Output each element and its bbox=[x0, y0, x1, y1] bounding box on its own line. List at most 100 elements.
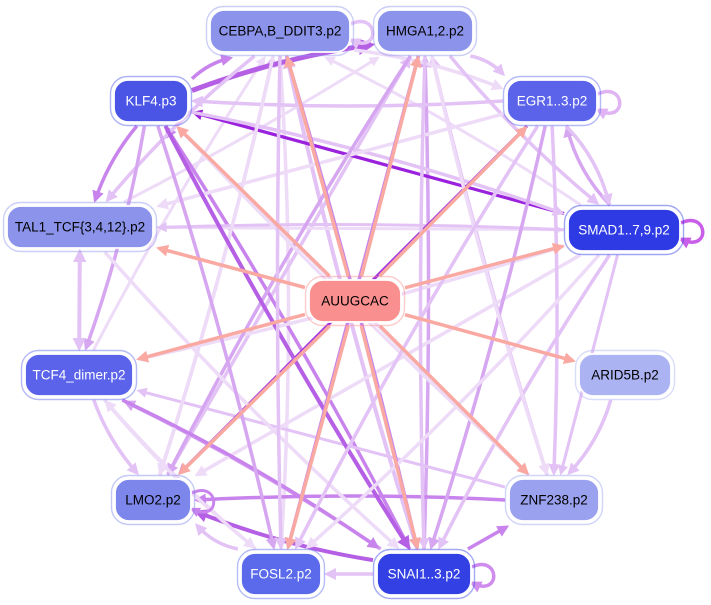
edge-egr-znf238 bbox=[548, 125, 561, 476]
edge-hmga-snai bbox=[417, 55, 430, 550]
edge-smad-egr bbox=[563, 125, 612, 207]
edge-mir-klf4 bbox=[176, 125, 331, 278]
node-tcf4[interactable]: TCF4_dimer.p2 bbox=[20, 349, 138, 401]
edge-arid5b-znf238 bbox=[567, 399, 613, 476]
node-body bbox=[508, 478, 600, 522]
edge-egr-smad bbox=[564, 124, 613, 206]
node-selection-ring bbox=[20, 349, 138, 401]
node-selection-ring bbox=[236, 548, 326, 600]
edge-tal1-snai bbox=[103, 250, 400, 549]
node-hmga[interactable]: HMGA1,2.p2 bbox=[372, 5, 478, 57]
node-selection-ring bbox=[563, 204, 685, 256]
node-label: HMGA1,2.p2 bbox=[386, 24, 464, 39]
edge-egr-klf4 bbox=[191, 95, 504, 108]
node-smad[interactable]: SMAD1..7,9.p2 bbox=[563, 204, 685, 256]
node-label: CEBPA,B_DDIT3.p2 bbox=[219, 24, 342, 39]
node-selection-ring bbox=[372, 548, 476, 600]
node-label: KLF4.p3 bbox=[125, 94, 176, 109]
node-tal1[interactable]: TAL1_TCF{3,4,12}.p2 bbox=[2, 201, 158, 253]
edge-smad-klf4 bbox=[191, 109, 565, 216]
edge-mir-egr bbox=[378, 125, 528, 278]
node-body bbox=[6, 205, 154, 249]
node-label: SNAI1..3.p2 bbox=[388, 567, 461, 582]
node-mir[interactable]: AUUGCAC bbox=[304, 275, 406, 327]
edge-znf238-lmo2 bbox=[194, 493, 506, 506]
edge-mir-cebpa bbox=[284, 55, 350, 277]
edge-smad-snai bbox=[438, 254, 611, 550]
edge-fosl2-lmo2 bbox=[195, 523, 239, 551]
node-body bbox=[506, 79, 598, 123]
node-cebpa[interactable]: CEBPA,B_DDIT3.p2 bbox=[205, 5, 355, 57]
node-klf4[interactable]: KLF4.p3 bbox=[109, 75, 193, 127]
edge-mir-tcf4 bbox=[136, 312, 306, 363]
node-label: ZNF238.p2 bbox=[520, 493, 588, 508]
self-loop-edge-egr bbox=[595, 90, 622, 120]
edge-hmga-egr bbox=[470, 54, 506, 77]
node-label: SMAD1..7,9.p2 bbox=[578, 223, 670, 238]
edge-cebpa-tal1 bbox=[105, 54, 256, 203]
edge-snai-klf4 bbox=[164, 125, 412, 550]
node-body bbox=[376, 9, 474, 53]
self-loop-edge-lmo2 bbox=[189, 489, 216, 517]
node-egr[interactable]: EGR1..3.p2 bbox=[502, 75, 602, 127]
edge-mir-hmga bbox=[359, 55, 422, 277]
node-body bbox=[209, 9, 351, 53]
edge-layer bbox=[72, 20, 705, 593]
node-selection-ring bbox=[109, 75, 193, 127]
edge-snai-znf238 bbox=[467, 525, 510, 551]
edge-znf238-tcf4 bbox=[136, 387, 506, 489]
edge-mir-smad bbox=[404, 242, 565, 290]
edge-klf4-fosl2 bbox=[156, 125, 278, 550]
edge-mir-znf238 bbox=[378, 324, 530, 476]
edge-klf4-cebpa bbox=[190, 54, 234, 81]
edge-tcf4-fosl2 bbox=[103, 398, 256, 549]
node-label: FOSL2.p2 bbox=[250, 567, 312, 582]
node-label: TAL1_TCF{3,4,12}.p2 bbox=[15, 220, 145, 235]
node-arid5b[interactable]: ARID5B.p2 bbox=[574, 349, 676, 401]
node-selection-ring bbox=[2, 201, 158, 253]
node-body bbox=[240, 552, 322, 596]
edge-tcf4-snai bbox=[121, 398, 380, 549]
edge-tal1-tcf4 bbox=[72, 248, 87, 352]
edge-egr-tal1 bbox=[156, 112, 504, 210]
node-selection-ring bbox=[504, 474, 604, 526]
node-body bbox=[578, 353, 672, 397]
node-body bbox=[113, 79, 189, 123]
node-body bbox=[308, 279, 402, 323]
node-body bbox=[376, 552, 472, 596]
edge-klf4-tal1 bbox=[92, 124, 139, 203]
self-loop-edge-cebpa bbox=[348, 20, 375, 50]
node-lmo2[interactable]: LMO2.p2 bbox=[110, 474, 196, 526]
node-selection-ring bbox=[372, 5, 478, 57]
edge-klf4-smad bbox=[191, 110, 565, 216]
edge-mir-tal1 bbox=[156, 244, 306, 290]
edge-mir-snai bbox=[359, 325, 421, 550]
edge-cebpa-fosl2 bbox=[274, 55, 287, 550]
edge-cebpa-egr bbox=[353, 48, 504, 91]
edge-egr-fosl2 bbox=[294, 125, 540, 550]
node-label: TCF4_dimer.p2 bbox=[32, 368, 125, 383]
edge-tal1-smad bbox=[156, 224, 565, 235]
node-znf238[interactable]: ZNF238.p2 bbox=[504, 474, 604, 526]
edge-lmo2-hmga bbox=[165, 55, 411, 476]
edge-mir-arid5b bbox=[404, 313, 576, 365]
edge-mir-lmo2 bbox=[178, 324, 331, 476]
node-body bbox=[24, 353, 134, 397]
node-label: EGR1..3.p2 bbox=[517, 94, 588, 109]
edge-hmga-lmo2 bbox=[167, 55, 412, 476]
edge-smad-tal1 bbox=[156, 222, 565, 233]
node-label: ARID5B.p2 bbox=[591, 368, 659, 383]
node-fosl2[interactable]: FOSL2.p2 bbox=[236, 548, 326, 600]
edge-tcf4-lmo2 bbox=[92, 399, 139, 476]
edge-mir-fosl2 bbox=[284, 325, 350, 550]
edge-fosl2-cebpa bbox=[274, 55, 291, 550]
node-label: AUUGCAC bbox=[321, 294, 389, 309]
node-label: LMO2.p2 bbox=[125, 493, 181, 508]
node-selection-ring bbox=[502, 75, 602, 127]
node-snai[interactable]: SNAI1..3.p2 bbox=[372, 548, 476, 600]
node-body bbox=[114, 478, 192, 522]
node-selection-ring bbox=[574, 349, 676, 401]
